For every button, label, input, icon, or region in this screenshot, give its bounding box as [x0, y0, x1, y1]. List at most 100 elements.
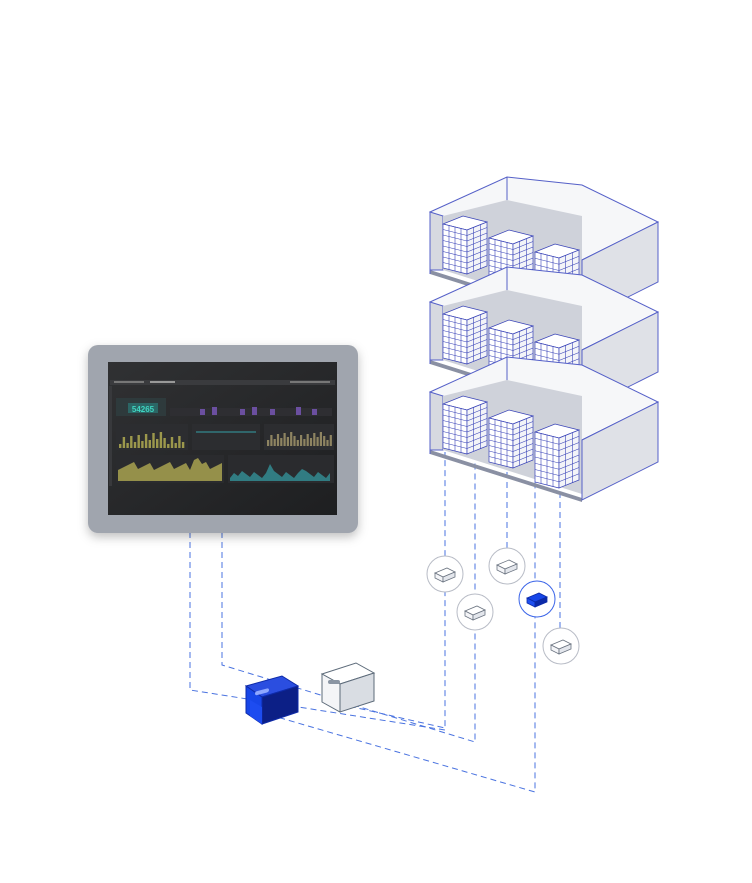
purple-markers — [200, 407, 317, 415]
shelf-row — [466, 339, 488, 348]
chart-bar — [174, 443, 177, 448]
shelf-row — [466, 434, 488, 444]
shelf-bay — [533, 423, 581, 489]
shelf-row — [466, 227, 488, 236]
item-markers[interactable] — [426, 547, 580, 665]
shelf-row — [466, 429, 488, 438]
chart-bar — [306, 434, 309, 446]
tablet: 54265 — [88, 345, 358, 533]
shelf-row — [466, 328, 488, 337]
chart-bar — [144, 434, 148, 448]
marker-strip — [170, 408, 332, 416]
item-box-right — [504, 563, 518, 575]
item-marker[interactable] — [488, 547, 526, 585]
area-series — [230, 464, 330, 481]
shelf-row — [466, 407, 488, 416]
shelf-row — [466, 260, 488, 269]
chart-bar — [276, 434, 280, 446]
shelf-row — [512, 257, 534, 267]
chart-bar — [296, 440, 299, 446]
shelf-row — [466, 249, 488, 258]
dashboard-breadcrumb — [114, 381, 144, 383]
shelf-row — [512, 241, 534, 250]
shelf-bay — [441, 215, 489, 275]
dashboard[interactable]: 54265 — [109, 380, 335, 486]
connection-line — [259, 445, 536, 793]
tote-blue[interactable] — [244, 675, 300, 725]
warehouse-floor — [428, 356, 660, 502]
shelf-row — [512, 336, 534, 346]
chart-bar — [267, 440, 270, 446]
chart-bar — [122, 437, 126, 448]
warehouse-building — [428, 176, 660, 502]
item-box-right — [442, 571, 456, 583]
shelf-bay — [441, 395, 489, 455]
shelf-row — [558, 454, 580, 464]
chart-bar — [163, 438, 166, 448]
tote-white[interactable] — [320, 662, 376, 713]
chart-bar — [141, 441, 144, 448]
shelf-row — [466, 440, 488, 449]
purple-marker — [240, 409, 245, 415]
shelf-row — [466, 322, 488, 332]
chart-bar — [283, 433, 286, 446]
shelf-row — [512, 421, 534, 430]
shelf-row — [466, 423, 488, 433]
dashboard-toolbar — [290, 381, 330, 383]
shelf-row — [466, 243, 488, 253]
chart-bar — [290, 432, 293, 446]
bar-chart-small — [267, 432, 332, 446]
shelf-row — [512, 437, 534, 447]
tote-handle — [255, 688, 269, 696]
chart-bar — [178, 436, 181, 448]
chart-bar — [126, 443, 129, 448]
item-marker-selected[interactable] — [518, 580, 556, 618]
chart-bar — [313, 433, 316, 446]
shelf-bay — [487, 409, 535, 469]
chart-bar — [309, 438, 313, 446]
shelf-row — [558, 473, 580, 483]
floor-left-wall — [429, 211, 444, 271]
dashboard-sidenav — [109, 386, 112, 486]
chart-bar — [167, 444, 170, 448]
chart-bar — [156, 439, 159, 448]
shelf-row — [558, 448, 580, 458]
chart-bar — [152, 433, 155, 448]
chart-bar — [303, 439, 306, 446]
item-box-right — [534, 596, 548, 608]
shelf-row — [512, 426, 534, 436]
shelf-row — [558, 262, 580, 271]
shelf-row — [558, 345, 580, 355]
chart-bar — [130, 436, 133, 448]
chart-bar — [273, 439, 276, 446]
item-box-right — [472, 609, 486, 621]
shelf-row — [466, 317, 488, 326]
shelf-row — [558, 467, 580, 476]
shelf-row — [466, 344, 488, 354]
item-marker[interactable] — [542, 627, 580, 665]
area-series — [118, 458, 222, 481]
chart-bar — [300, 435, 303, 446]
chart-bar — [137, 435, 140, 448]
shelf-row — [512, 331, 534, 340]
chart-bar — [170, 437, 174, 448]
chart-bar — [329, 435, 332, 446]
shelf-row — [512, 432, 534, 441]
shelf-row — [466, 350, 488, 359]
floor-left-wall — [429, 301, 444, 361]
bar-chart-small — [119, 432, 185, 448]
shelf-row — [558, 435, 580, 445]
shelf-row — [558, 255, 580, 265]
area-chart-yellow — [118, 458, 222, 481]
item-marker[interactable] — [426, 555, 464, 593]
shelf-row — [512, 347, 534, 357]
item-marker[interactable] — [456, 593, 494, 631]
chart-bar — [319, 432, 322, 446]
shelf-row — [558, 442, 580, 451]
tote-handle — [328, 680, 340, 684]
shelf-bay — [441, 305, 489, 365]
shelf-row — [512, 443, 534, 452]
shelf-row — [512, 252, 534, 261]
floor-slab — [430, 450, 582, 502]
